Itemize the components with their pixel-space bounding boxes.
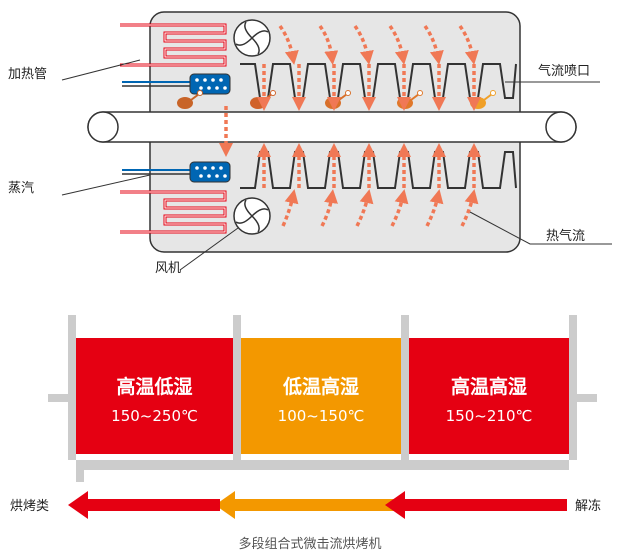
- zone-box-1: [76, 338, 233, 454]
- hot-air-flow-arrows: [219, 24, 481, 227]
- bottom-fan-icon: [233, 197, 271, 235]
- process-arrow: [68, 491, 567, 519]
- zone-box-2: [241, 338, 401, 454]
- zone-1-name: 高温低湿: [116, 375, 192, 398]
- zone-3-name: 高温高湿: [451, 375, 527, 398]
- top-steam-pipe-icon: [122, 73, 231, 95]
- zone-box-3: [409, 338, 569, 454]
- top-fan-icon: [233, 19, 271, 57]
- heater-label: 加热管: [8, 67, 47, 82]
- fan-label: 风机: [155, 261, 181, 276]
- bottom-steam-pipe-icon: [122, 161, 231, 183]
- steam-label: 蒸汽: [8, 181, 34, 196]
- zone-2-temp: 100~150℃: [278, 407, 365, 425]
- zone-1-temp: 150~250℃: [111, 407, 198, 425]
- nozzle-label: 气流喷口: [538, 63, 590, 79]
- diagram-caption: 多段组合式微击流烘烤机: [238, 536, 381, 552]
- label-leader-lines: [61, 59, 612, 271]
- hot-air-label: 热气流: [546, 228, 585, 244]
- process-start-label: 解冻: [575, 498, 601, 514]
- process-end-label: 烘烤类: [10, 499, 49, 514]
- zone-framework: [48, 315, 597, 482]
- conveyor-belt: [87, 111, 577, 143]
- top-heater-coil-icon: [120, 23, 227, 67]
- bottom-heater-coil-icon: [120, 190, 227, 234]
- zone-3-temp: 150~210℃: [446, 407, 533, 425]
- zone-2-name: 低温高湿: [282, 375, 359, 398]
